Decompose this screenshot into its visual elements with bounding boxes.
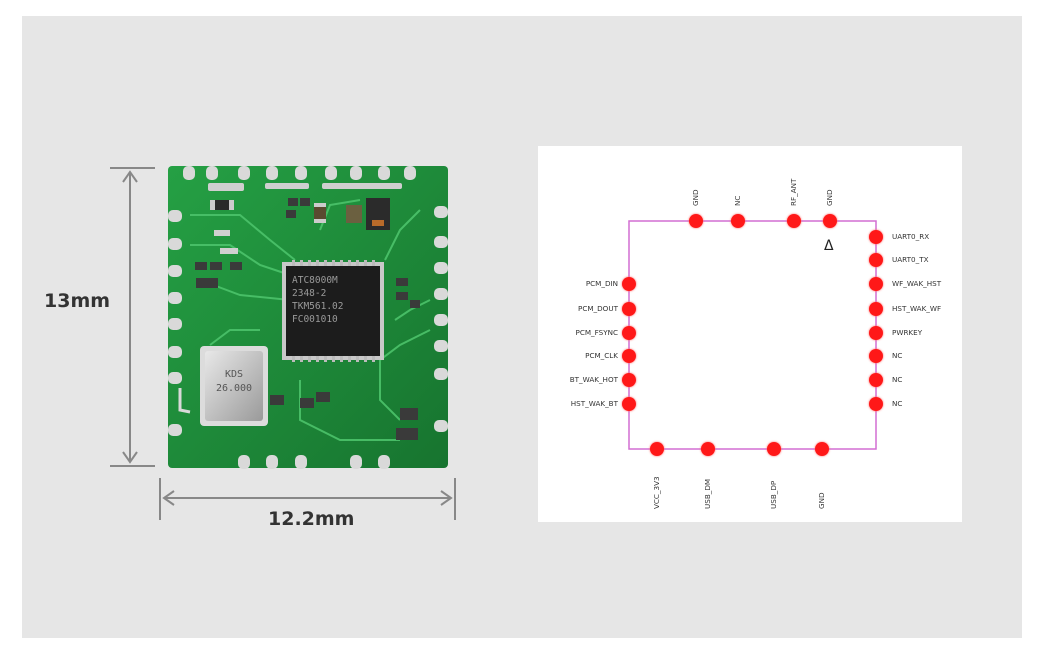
chip-marking-line: ATC8000M bbox=[292, 275, 338, 286]
pin-label-right-2: WF_WAK_HST bbox=[892, 279, 942, 288]
chip-marking-line: FC001010 bbox=[292, 314, 338, 325]
chip-marking-line: 2348-2 bbox=[292, 288, 327, 299]
pin-label-right-5: NC bbox=[892, 351, 903, 360]
edge-pads-right bbox=[434, 206, 448, 432]
pin-pad-bottom-0 bbox=[650, 442, 664, 456]
antenna-trace bbox=[178, 388, 191, 414]
pin-label-bottom-3: GND bbox=[817, 492, 826, 509]
pin-label-left-4: BT_WAK_HOT bbox=[569, 375, 618, 384]
pin-pad-left-5 bbox=[622, 397, 636, 411]
height-label: 13mm bbox=[44, 290, 111, 312]
pin-pad-right-5 bbox=[869, 349, 883, 363]
pin-label-bottom-2: USB_DP bbox=[769, 480, 778, 509]
pin-pad-left-0 bbox=[622, 277, 636, 291]
pin-label-right-1: UART0_TX bbox=[892, 255, 929, 264]
pin-pad-right-6 bbox=[869, 373, 883, 387]
pin-pad-bottom-1 bbox=[701, 442, 715, 456]
pin-pad-left-1 bbox=[620, 300, 638, 318]
pin-label-top-0: GND bbox=[691, 189, 700, 206]
pin-label-right-0: UART0_RX bbox=[892, 232, 930, 241]
top-trace-pads bbox=[208, 183, 402, 191]
pin-label-right-4: PWRKEY bbox=[892, 328, 923, 337]
crystal-marking-line: 26.000 bbox=[215, 383, 253, 394]
pin-pad-right-0 bbox=[869, 230, 883, 244]
qfn-chip bbox=[282, 260, 384, 362]
crystal-marking: KDS 26.000 bbox=[214, 368, 254, 396]
pin-pad-top-1 bbox=[729, 212, 747, 230]
crystal-marking-line: KDS bbox=[224, 369, 244, 380]
crystal-oscillator bbox=[200, 346, 268, 426]
pin-label-bottom-0: VCC_3V3 bbox=[652, 476, 661, 509]
pin-label-right-6: NC bbox=[892, 375, 903, 384]
pin-pad-top-0 bbox=[689, 214, 703, 228]
edge-pads-left bbox=[168, 210, 182, 436]
pin-label-left-5: HST_WAK_BT bbox=[570, 399, 618, 408]
pin-label-bottom-1: USB_DM bbox=[703, 478, 712, 509]
pin-label-right-3: HST_WAK_WF bbox=[892, 304, 942, 313]
pin-label-left-0: PCM_DIN bbox=[585, 279, 618, 288]
pin1-marker: Δ bbox=[824, 238, 834, 254]
pin-pad-bottom-2 bbox=[765, 440, 783, 458]
pin-label-right-7: NC bbox=[892, 399, 903, 408]
width-dimension bbox=[159, 478, 456, 520]
width-label: 12.2mm bbox=[268, 508, 355, 530]
pin-pad-right-4 bbox=[869, 326, 883, 340]
chip-marking-line: TKM561.02 bbox=[292, 301, 344, 312]
pin-pad-left-2 bbox=[620, 324, 638, 342]
pin-label-left-3: PCM_CLK bbox=[585, 351, 618, 360]
chip-marking: ATC8000M 2348-2 TKM561.02 FC001010 bbox=[292, 274, 382, 326]
pin-pad-top-2 bbox=[787, 214, 801, 228]
pin-pad-right-2 bbox=[869, 277, 883, 291]
pin-pad-right-3 bbox=[867, 300, 885, 318]
pin-label-left-1: PCM_DOUT bbox=[578, 304, 618, 313]
pin-pad-bottom-3 bbox=[813, 440, 831, 458]
pin-label-top-3: GND bbox=[825, 189, 834, 206]
pin-pad-left-3 bbox=[622, 349, 636, 363]
pinout-diagram: GND NC RF_ANT GND PCM_DIN PCM_DOUT PCM_FSYNC PC… bbox=[538, 146, 962, 522]
pin-pad-left-4 bbox=[622, 373, 636, 387]
pin-pad-right-7 bbox=[869, 397, 883, 411]
pin-label-top-1: NC bbox=[733, 195, 742, 206]
pin-pad-top-3 bbox=[821, 212, 839, 230]
passive-components bbox=[195, 198, 420, 440]
edge-pads-top bbox=[183, 166, 416, 180]
pin-pad-right-1 bbox=[869, 253, 883, 267]
pin-label-left-2: PCM_FSYNC bbox=[575, 328, 618, 337]
edge-pads-bottom bbox=[238, 455, 390, 469]
height-dimension bbox=[110, 167, 155, 467]
pin-label-top-2: RF_ANT bbox=[789, 178, 798, 206]
